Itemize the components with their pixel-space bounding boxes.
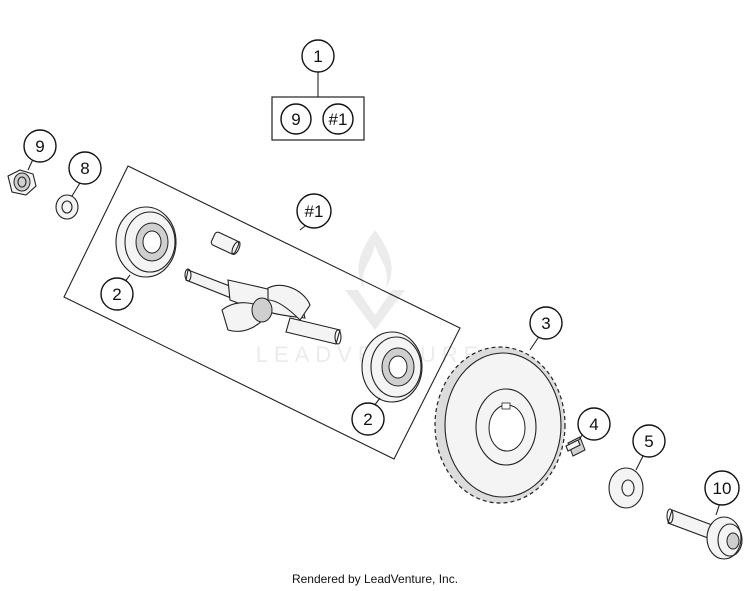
callout-kit-1-label: #1 xyxy=(329,110,348,129)
callout-kit-9-label: 9 xyxy=(291,110,300,129)
footer-credit: Rendered by LeadVenture, Inc. xyxy=(291,572,459,586)
callout-1-group: 1 9 #1 xyxy=(271,39,365,141)
part-5-washer[interactable] xyxy=(608,467,644,509)
callout-5-label: 5 xyxy=(644,432,653,451)
kit-contents-box xyxy=(271,96,365,141)
callout-9[interactable] xyxy=(23,129,57,163)
callout-10[interactable] xyxy=(704,470,740,506)
part-8-washer[interactable] xyxy=(55,194,79,220)
callout-2-left-label: 2 xyxy=(112,285,121,304)
callout-4-label: 4 xyxy=(589,415,598,434)
callout-8-label: 8 xyxy=(80,159,89,178)
callout-2-right-label: 2 xyxy=(363,410,372,429)
part-2-bearing-left[interactable] xyxy=(115,206,177,278)
callout-3-label: 3 xyxy=(541,314,550,333)
callout-crankshaft-1[interactable] xyxy=(296,193,332,229)
crankshaft-assembly-box xyxy=(63,165,461,460)
callout-10-label: 10 xyxy=(713,479,732,498)
callout-2-left[interactable] xyxy=(100,277,134,311)
callout-4[interactable] xyxy=(577,407,611,441)
callout-8[interactable] xyxy=(68,151,102,185)
callout-1-label: 1 xyxy=(313,47,322,66)
callout-crankshaft-1-label: #1 xyxy=(305,202,324,221)
callout-kit-9[interactable] xyxy=(280,103,312,135)
callout-1[interactable] xyxy=(301,39,335,73)
callout-2-right[interactable] xyxy=(351,402,385,436)
callout-kit-1[interactable] xyxy=(322,103,354,135)
part-2-bearing-right[interactable] xyxy=(361,331,423,403)
part-10-bolt[interactable] xyxy=(666,508,743,560)
callout-3[interactable] xyxy=(529,306,563,340)
crankshaft[interactable] xyxy=(184,268,342,345)
part-4-key[interactable] xyxy=(565,436,586,457)
crankshaft-bushing[interactable] xyxy=(210,231,241,256)
part-9-nut[interactable] xyxy=(7,169,37,196)
callout-9-label: 9 xyxy=(35,137,44,156)
callout-5[interactable] xyxy=(632,424,666,458)
part-3-gear[interactable] xyxy=(434,346,566,504)
